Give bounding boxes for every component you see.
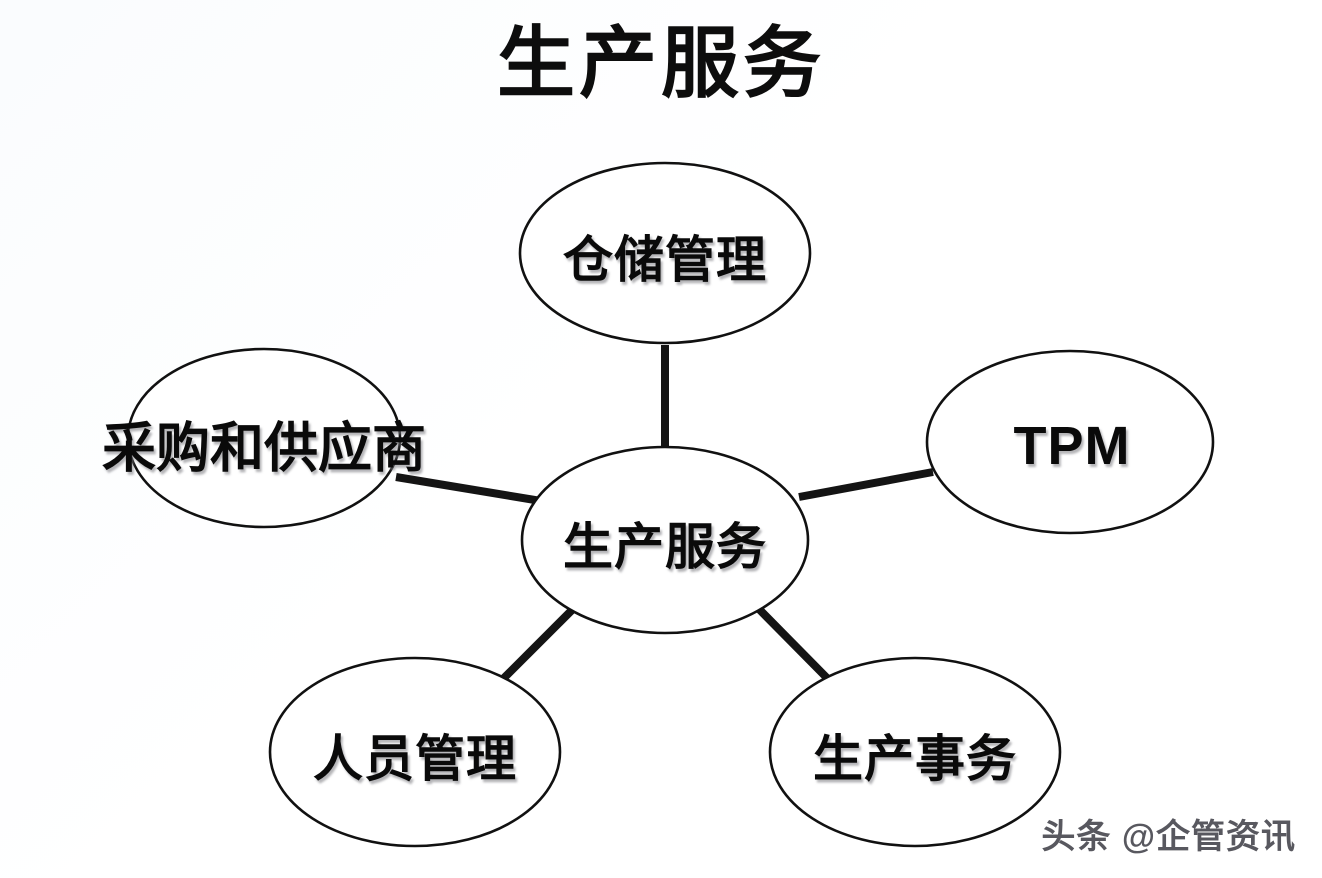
node-shape-procurement[interactable] bbox=[126, 347, 402, 529]
watermark: 头条 @企管资讯 bbox=[1041, 818, 1296, 856]
page-title: 生产服务 bbox=[496, 19, 825, 107]
node-shape-center[interactable] bbox=[520, 445, 810, 635]
edge-center-to-tpm bbox=[798, 468, 934, 501]
edge-center-to-procurement bbox=[395, 473, 542, 505]
node-shape-personnel[interactable] bbox=[268, 656, 562, 848]
edge-center-to-affairs bbox=[749, 599, 831, 682]
node-shape-warehouse[interactable] bbox=[518, 161, 812, 345]
edge-center-to-personnel bbox=[500, 599, 583, 682]
node-shape-affairs[interactable] bbox=[768, 656, 1062, 848]
node-shape-tpm[interactable] bbox=[925, 349, 1215, 535]
